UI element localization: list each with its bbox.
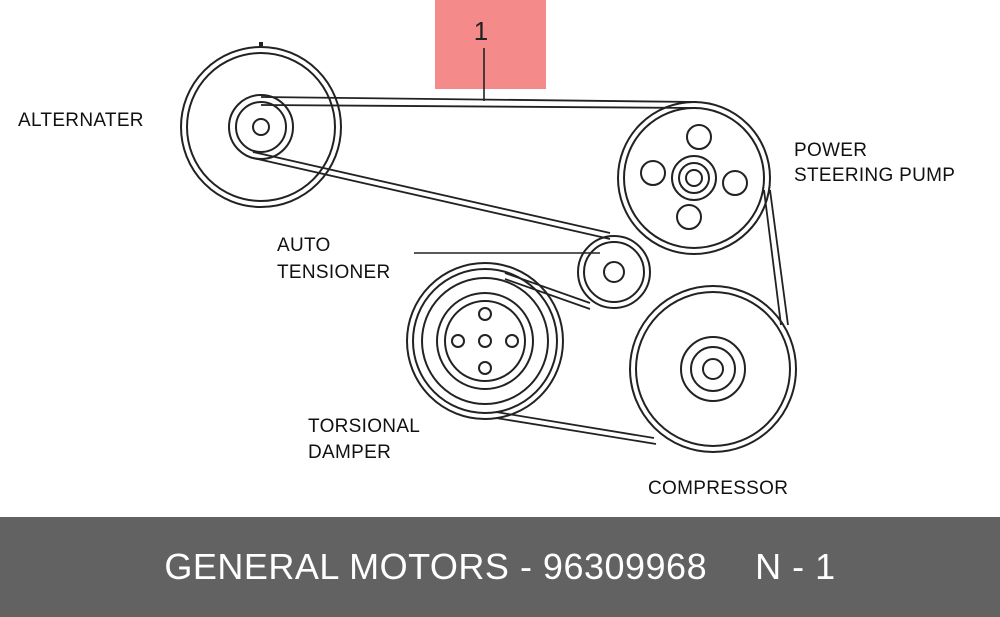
- label-auto-tensioner-line1: AUTO: [277, 235, 331, 256]
- label-auto-tensioner-line2: TENSIONER: [277, 262, 391, 283]
- label-power-steering-line1: POWER: [794, 140, 867, 161]
- drive-belt: [252, 96, 789, 445]
- compressor-pulley: [629, 285, 797, 453]
- label-alternater: ALTERNATER: [18, 110, 144, 131]
- label-power-steering-line2: STEERING PUMP: [794, 165, 955, 186]
- callout-highlight: [435, 0, 546, 89]
- torsional-damper-pulley: [406, 262, 564, 420]
- callout-number: 1: [474, 16, 488, 46]
- label-torsional-damper-line1: TORSIONAL: [308, 416, 420, 437]
- label-torsional-damper-line2: DAMPER: [308, 442, 391, 463]
- part-footer-bar: GENERAL MOTORS - 96309968 N - 1: [0, 517, 1000, 617]
- power-steering-pump-pulley: [617, 101, 771, 255]
- auto-tensioner-pulley: [577, 235, 651, 309]
- footer-position: N - 1: [755, 546, 836, 587]
- footer-part-number: GENERAL MOTORS - 96309968: [164, 546, 708, 587]
- label-compressor: COMPRESSOR: [648, 478, 788, 499]
- alternator-pulley: [180, 42, 342, 208]
- belt-routing-diagram: 1: [18, 0, 955, 499]
